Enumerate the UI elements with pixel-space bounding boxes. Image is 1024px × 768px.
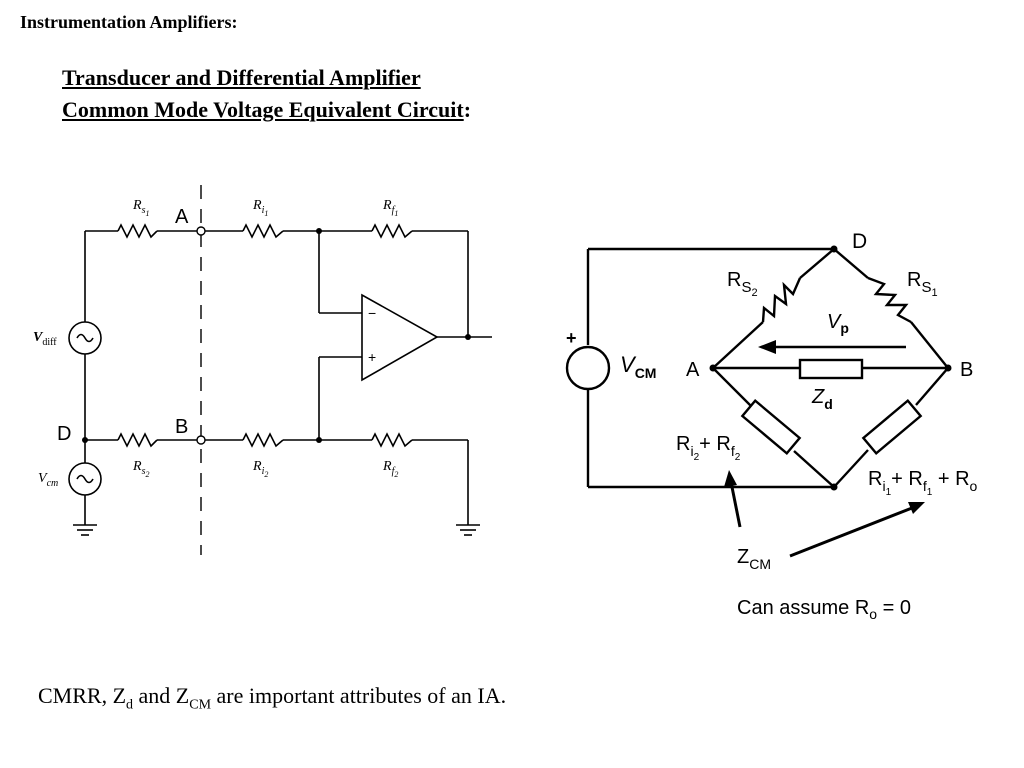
label-ri2-rf2: Ri2+ Rf2 [676, 433, 741, 463]
vp-arrowhead [758, 340, 776, 354]
label-ri1-rf1-ro: Ri1+ Rf1 + Ro [868, 468, 978, 498]
subtitle-line-1: Transducer and Differential Amplifier [62, 65, 421, 90]
footer-statement: CMRR, Zd and ZCM are important attribute… [38, 683, 507, 713]
zcm-arrowhead-2 [908, 502, 925, 514]
right-arrowheads [724, 340, 925, 514]
junction-dot [316, 228, 322, 234]
label-node-a: A [175, 206, 189, 228]
zcm-pointer-1 [729, 481, 742, 528]
opamp-triangle [361, 293, 439, 382]
zcm-pointer-2 [789, 506, 913, 558]
junction-dot [465, 334, 471, 340]
wire [712, 367, 752, 407]
impedance-ri2-rf2 [740, 399, 802, 455]
label-node-d-right: D [852, 230, 867, 253]
junction-dot [830, 245, 838, 253]
label-zd: Zd [811, 386, 833, 412]
junction-dot [944, 364, 952, 372]
wire [793, 450, 835, 488]
ground-right [456, 524, 480, 536]
subtitle-line-2: Common Mode Voltage Equivalent Circuit [62, 97, 464, 122]
left-junctions [82, 226, 471, 445]
label-rf1: Rf1 [382, 198, 398, 218]
resistor-rs1 [117, 223, 158, 239]
subtitle-colon: : [463, 97, 472, 122]
slide-subtitle: Transducer and Differential Amplifier Co… [62, 62, 471, 126]
junction-dot [316, 437, 322, 443]
impedance-ri1-rf1 [861, 399, 923, 455]
label-node-b-right: B [960, 359, 973, 381]
wire [910, 321, 949, 369]
resistor-rs2-right [761, 277, 802, 323]
label-rs1: Rs1 [132, 198, 149, 218]
label-ri1: Ri1 [252, 198, 268, 218]
resistor-ri1 [242, 223, 284, 239]
label-node-b: B [175, 416, 188, 438]
label-vdiff: Vdiff [33, 330, 57, 348]
left-labels: A B D Rs1 Ri1 Rf1 Rs2 Ri2 Rf2 Vdiff Vcm … [33, 198, 398, 489]
slide-title: Instrumentation Amplifiers: [20, 12, 238, 32]
wire [915, 367, 949, 406]
resistor-rs1-right [867, 276, 912, 324]
label-rs2: Rs2 [132, 459, 149, 479]
label-ri2: Ri2 [252, 459, 268, 479]
vcm-source-right [565, 345, 611, 391]
terminal-a [196, 226, 206, 236]
source-plus-sign: + [566, 328, 577, 348]
label-vcm-right: VCM [620, 352, 656, 381]
wire [833, 449, 869, 488]
label-node-d: D [57, 423, 71, 445]
opamp-plus-label: + [368, 349, 376, 365]
junction-dot [709, 364, 717, 372]
left-circuit [68, 185, 492, 555]
label-rs2-right: RS2 [727, 269, 758, 299]
label-zcm: ZCM [737, 546, 771, 572]
opamp-minus-label: − [368, 305, 376, 321]
label-node-a-right: A [686, 359, 700, 381]
junction-dot [82, 437, 88, 443]
ground-left [73, 524, 97, 536]
resistor-rs2 [117, 432, 158, 448]
label-vp: Vp [827, 311, 849, 336]
impedance-zd [798, 358, 864, 380]
label-rs1-right: RS1 [907, 269, 938, 299]
vcm-sine [76, 474, 94, 484]
right-labels: D A B + VCM RS2 RS1 Vp Zd Ri2+ Rf2 Ri1+ … [566, 230, 978, 622]
resistor-ri2 [242, 432, 284, 448]
label-vcm-left: Vcm [38, 471, 58, 489]
wire [833, 248, 869, 279]
label-rf2: Rf2 [382, 459, 398, 479]
wire [799, 248, 835, 279]
vdiff-sine [76, 333, 94, 343]
note-ro-zero: Can assume Ro = 0 [737, 597, 911, 622]
wire [712, 321, 764, 369]
resistor-rf1 [371, 223, 413, 239]
resistor-rf2 [371, 432, 413, 448]
zcm-arrowhead-1 [724, 470, 737, 487]
right-junctions [709, 245, 952, 491]
junction-dot [830, 483, 838, 491]
right-circuit [565, 247, 949, 558]
terminal-b [196, 435, 206, 445]
